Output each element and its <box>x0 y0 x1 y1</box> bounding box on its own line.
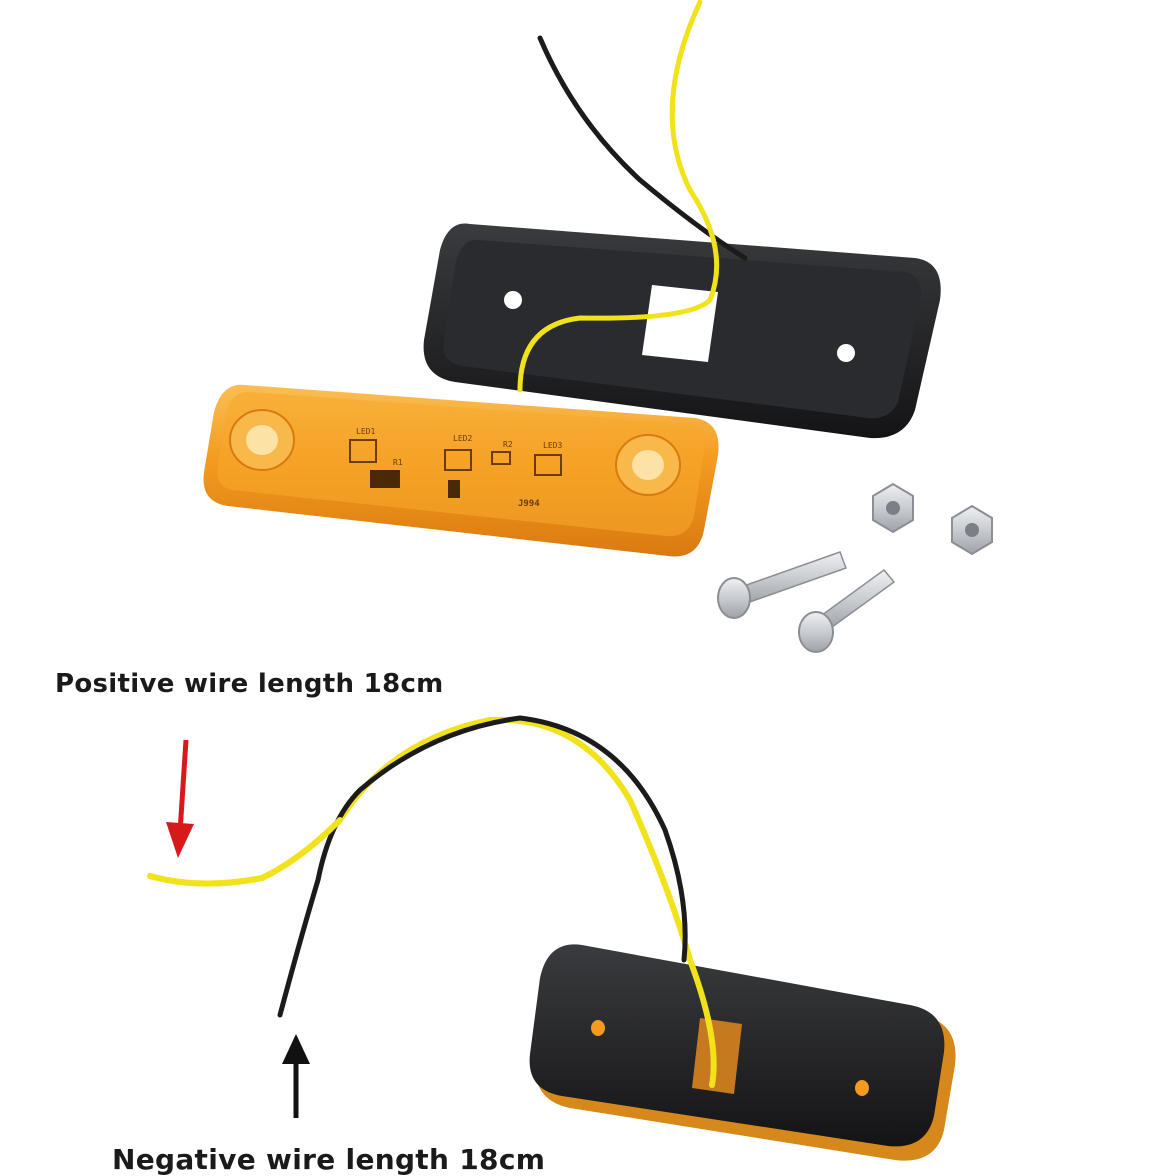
hex-nut <box>951 504 993 556</box>
amber-window-left <box>591 1020 605 1036</box>
wire-slot <box>642 285 718 362</box>
assembled-lamp-back <box>529 944 956 1161</box>
amber-lens: LED1 LED2 LED3 R1 R2 J994 <box>203 384 719 557</box>
black-base-housing <box>423 223 941 439</box>
wire-entry-window <box>692 1018 742 1094</box>
pcb-label-r2: R2 <box>503 440 513 449</box>
pcb-label-code: J994 <box>518 499 540 509</box>
negative-wire <box>277 715 688 1018</box>
screw <box>798 568 896 653</box>
positive-wire-highlight <box>147 817 343 887</box>
pcb-label-led2: LED2 <box>453 434 472 443</box>
amber-window-right <box>855 1080 869 1096</box>
pcb-label-led1: LED1 <box>356 427 375 436</box>
negative-wire-caption: Negative wire length 18cm <box>112 1143 546 1176</box>
mount-hole-left <box>504 291 522 309</box>
pcb-label-led3: LED3 <box>543 441 562 450</box>
top-positive-wire <box>517 0 720 393</box>
hex-nut <box>872 482 914 534</box>
top-negative-wire <box>537 35 748 261</box>
black-up-arrow-icon <box>282 1034 310 1118</box>
positive-wire-caption: Positive wire length 18cm <box>55 669 444 699</box>
mount-hole-right <box>837 344 855 362</box>
red-down-arrow-icon <box>166 739 194 858</box>
screw <box>717 551 847 619</box>
pcb-label-r1: R1 <box>393 458 403 467</box>
